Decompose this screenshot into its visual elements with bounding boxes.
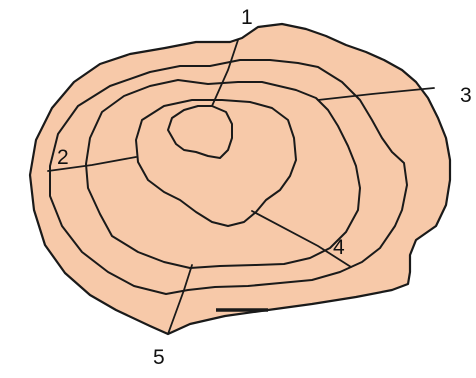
section-line-5 bbox=[167, 264, 193, 335]
section-line-4 bbox=[251, 210, 352, 268]
contour-ring-2 bbox=[49, 59, 408, 295]
outer-boundary bbox=[28, 22, 452, 336]
label-1: 1 bbox=[241, 6, 253, 29]
inner-core bbox=[167, 105, 233, 159]
section-line-3 bbox=[317, 87, 435, 101]
label-2: 2 bbox=[57, 146, 69, 169]
label-5: 5 bbox=[153, 346, 165, 369]
label-4: 4 bbox=[333, 236, 345, 259]
contour-ring-4 bbox=[135, 99, 297, 227]
section-line-1 bbox=[211, 39, 239, 107]
contour-ring-3 bbox=[85, 79, 361, 269]
section-line-2 bbox=[47, 156, 137, 172]
label-3: 3 bbox=[460, 84, 472, 107]
